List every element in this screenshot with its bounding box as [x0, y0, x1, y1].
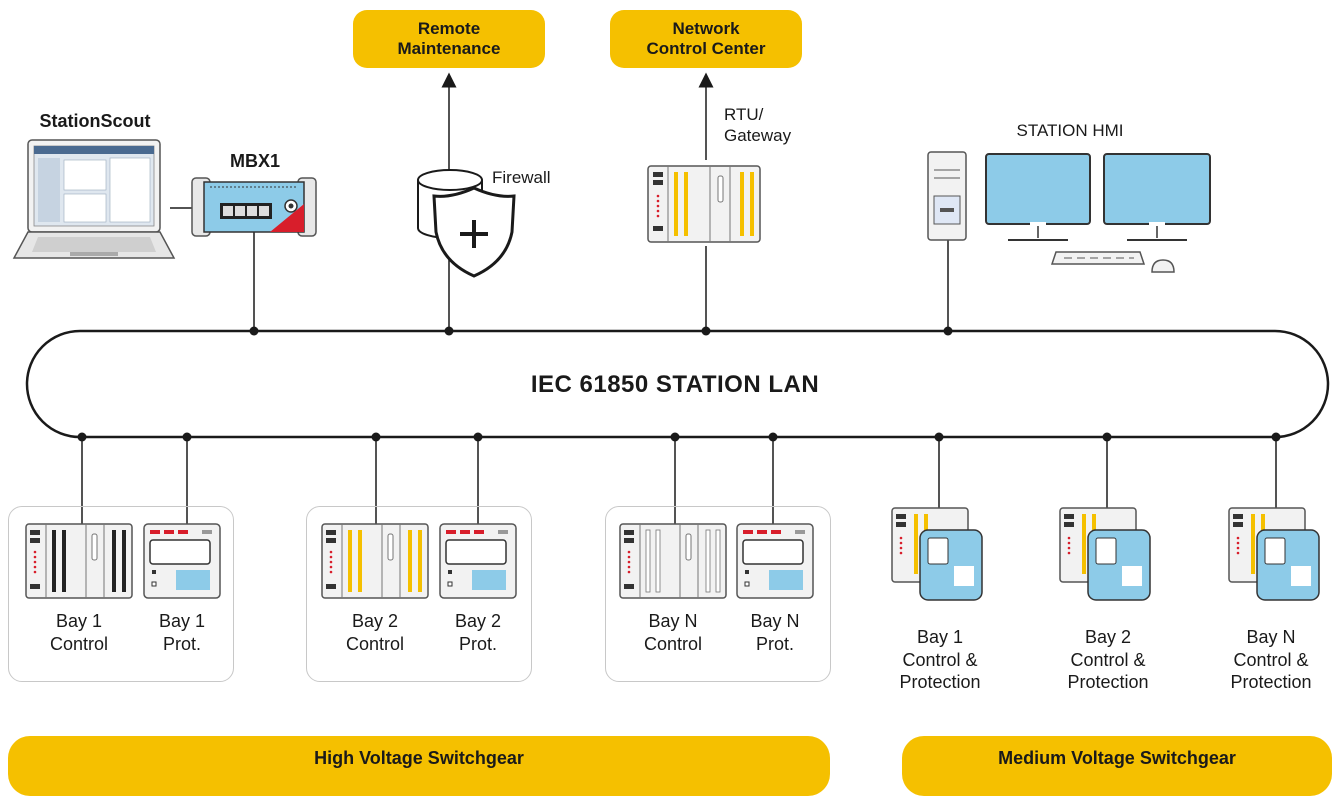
mv-bayn-device-icon — [1228, 507, 1320, 601]
hv-bay2-control-label: Bay 2 Control — [345, 611, 405, 654]
stationscout-label: StationScout — [39, 111, 151, 131]
architecture-diagram: Remote Maintenance Network Control Cente… — [8, 10, 1332, 796]
bay2-prot-device-icon — [439, 523, 517, 599]
laptop-icon — [12, 139, 176, 259]
hv-bay2-prot-label: Bay 2 Prot. — [454, 611, 502, 654]
mv-bay-devices — [891, 507, 1320, 601]
rtu-gateway-icon — [647, 165, 761, 243]
station-hmi-label: STATION HMI — [1016, 121, 1124, 140]
hv-bay1-prot-label: Bay 1 Prot. — [158, 611, 206, 654]
hv-bay1-control-label: Bay 1 Control — [49, 611, 109, 654]
firewall-label: Firewall — [492, 168, 551, 187]
hv-bayn-control-label: Bay N Control — [643, 611, 703, 654]
mv-bayn-label: Bay N Control & Protection — [1230, 627, 1312, 692]
hv-bay-devices — [25, 523, 814, 599]
bayn-control-device-icon — [619, 523, 727, 599]
mv-bay1-label: Bay 1 Control & Protection — [899, 627, 981, 692]
hv-bayn-prot-label: Bay N Prot. — [750, 611, 800, 654]
hv-bay2-group — [306, 506, 532, 682]
bay2-control-device-icon — [321, 523, 429, 599]
mv-bay2-label: Bay 2 Control & Protection — [1067, 627, 1149, 692]
medium-voltage-band: Medium Voltage Switchgear — [902, 736, 1332, 796]
mbx1-device-icon — [191, 177, 317, 237]
bay1-prot-device-icon — [143, 523, 221, 599]
lan-label: IEC 61850 STATION LAN — [530, 371, 820, 398]
upper-dots — [249, 326, 953, 336]
mv-bay2-device-icon — [1059, 507, 1151, 601]
bay1-control-device-icon — [25, 523, 133, 599]
bayn-prot-device-icon — [736, 523, 814, 599]
hv-bay1-group — [8, 506, 234, 682]
lower-dots — [77, 432, 1281, 442]
mv-bay1-device-icon — [891, 507, 983, 601]
hv-bayn-group — [605, 506, 831, 682]
diagram-graphics — [12, 72, 1330, 601]
station-hmi-icon — [927, 151, 1211, 273]
high-voltage-band: High Voltage Switchgear — [8, 736, 830, 796]
mbx1-label: MBX1 — [229, 151, 280, 171]
firewall-icon — [417, 169, 516, 278]
remote-maintenance-node: Remote Maintenance — [353, 10, 545, 68]
rtu-gateway-label: RTU/ Gateway — [724, 105, 792, 146]
network-control-center-node: Network Control Center — [610, 10, 802, 68]
lower-connectors — [81, 437, 1277, 524]
